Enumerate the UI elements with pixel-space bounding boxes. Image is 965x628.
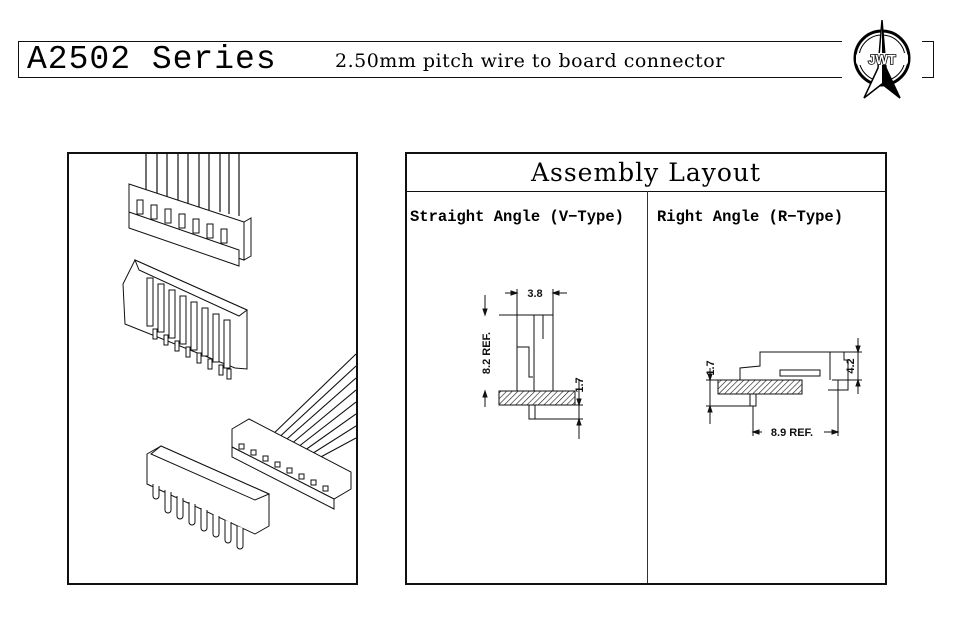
title-bar: A2502 Series 2.50mm pitch wire to board … — [18, 41, 934, 78]
straight-angle-drawing: 3.8 8.2 REF. 1.7 — [481, 288, 586, 439]
right-angle-label: Right Angle (R−Type) — [657, 208, 844, 226]
right-height-dim: 4.2 — [845, 358, 857, 373]
straight-angle-label: Straight Angle (V−Type) — [410, 208, 624, 226]
connector-illustration-panel — [67, 152, 358, 585]
right-angle-wafer-header — [146, 445, 271, 550]
right-angle-drawing: 1.7 4.2 8.9 REF. — [705, 338, 862, 439]
straight-pin-dim: 1.7 — [574, 377, 586, 392]
jwt-logo-icon: JWT — [842, 18, 922, 100]
right-pin-dim: 1.7 — [705, 360, 717, 375]
right-angle-housing-with-wires — [231, 353, 357, 510]
straight-height-dim: 8.2 REF. — [481, 332, 493, 374]
assembly-layout-panel: Assembly Layout Straight Angle (V−Type) … — [405, 152, 887, 585]
series-title: A2502 Series — [27, 41, 277, 78]
logo-text: JWT — [868, 52, 896, 67]
series-subtitle: 2.50mm pitch wire to board connector — [335, 50, 725, 72]
right-depth-dim: 8.9 REF. — [771, 427, 813, 439]
connector-isometric-illustration — [122, 154, 357, 550]
assembly-layout-title: Assembly Layout — [407, 154, 885, 192]
straight-wafer-header — [122, 259, 248, 380]
straight-housing-with-wires — [128, 154, 252, 267]
straight-width-dim: 3.8 — [527, 288, 542, 300]
column-divider — [647, 191, 648, 583]
